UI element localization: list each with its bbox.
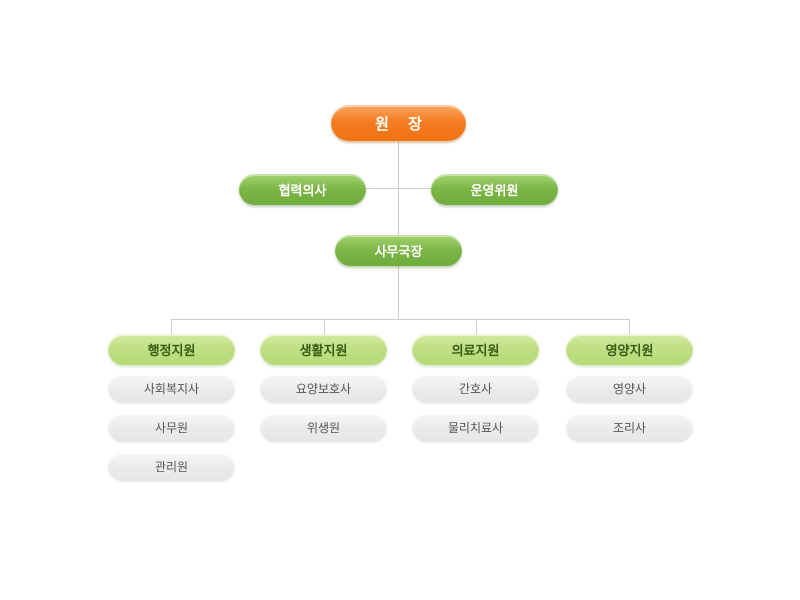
staff-cook: 조리사 — [566, 413, 693, 442]
staff-sanitation-worker: 위생원 — [260, 413, 387, 442]
staff-label: 요양보호사 — [295, 382, 352, 396]
staff-label: 간호사 — [458, 382, 493, 396]
staff-label: 사회복지사 — [143, 382, 200, 396]
partner-doctor-label: 협력의사 — [278, 184, 327, 199]
dept-living-support: 생활지원 — [260, 334, 387, 365]
staff-label: 위생원 — [306, 421, 341, 435]
staff-facility-manager: 관리원 — [108, 452, 235, 481]
staff-nurse: 간호사 — [412, 374, 539, 403]
staff-clerk: 사무원 — [108, 413, 235, 442]
dept-nutrition-support: 영양지원 — [566, 334, 693, 365]
staff-label: 영양사 — [612, 382, 647, 396]
staff-label: 물리치료사 — [447, 421, 504, 435]
staff-label: 조리사 — [612, 421, 647, 435]
secretary-general-node: 사무국장 — [335, 235, 462, 266]
staff-label: 사무원 — [154, 421, 189, 435]
dept-label: 의료지원 — [451, 344, 500, 359]
dept-label: 영양지원 — [605, 344, 654, 359]
dept-label: 생활지원 — [299, 344, 348, 359]
partner-doctor-node: 협력의사 — [239, 174, 366, 205]
secretary-general-label: 사무국장 — [374, 245, 423, 260]
director-node: 원 장 — [331, 105, 466, 141]
staff-social-worker: 사회복지사 — [108, 374, 235, 403]
steering-committee-node: 운영위원 — [431, 174, 558, 205]
dept-medical-support: 의료지원 — [412, 334, 539, 365]
staff-care-worker: 요양보호사 — [260, 374, 387, 403]
dept-label: 행정지원 — [147, 344, 196, 359]
steering-committee-label: 운영위원 — [470, 184, 519, 199]
staff-physical-therapist: 물리치료사 — [412, 413, 539, 442]
staff-dietitian: 영양사 — [566, 374, 693, 403]
director-label: 원 장 — [375, 114, 429, 133]
staff-label: 관리원 — [154, 460, 189, 474]
dept-admin-support: 행정지원 — [108, 334, 235, 365]
